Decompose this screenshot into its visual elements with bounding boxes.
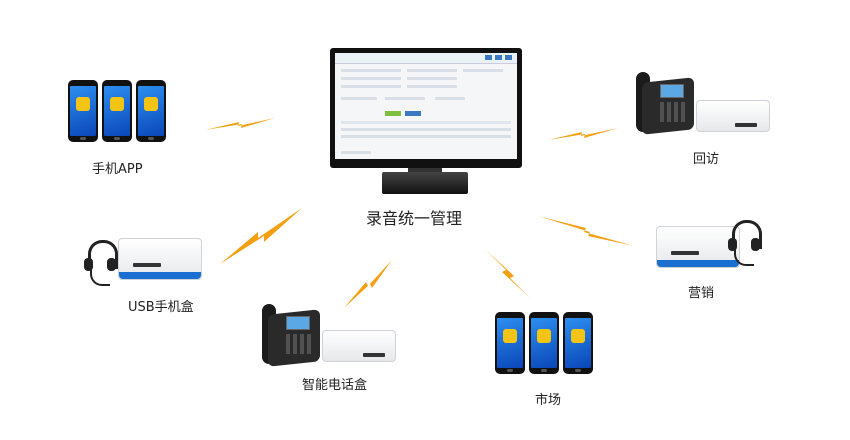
box-accent-strip [119, 272, 201, 279]
app-icon [76, 97, 90, 111]
software-field [341, 85, 401, 88]
node-label-market: 市场 [535, 393, 562, 408]
management-software-screen [335, 53, 517, 159]
software-field [407, 77, 457, 80]
headset [728, 220, 762, 268]
app-icon [110, 97, 124, 111]
connector-bolt-mobile-app [205, 118, 275, 130]
connector-bolt-market [486, 250, 530, 298]
node-label-smart-phone-box: 智能电话盒 [302, 378, 368, 393]
box-slot [133, 263, 161, 267]
connector-bolt-marketing [538, 216, 634, 246]
software-table-header [341, 121, 511, 124]
smartphone [495, 312, 525, 374]
software-field [435, 97, 465, 100]
monitor [330, 48, 522, 168]
connector-bolt-smart-phone-box [344, 260, 392, 308]
software-field [385, 97, 425, 100]
box-accent-strip [657, 260, 739, 267]
monitor-neck [408, 168, 442, 172]
app-icon [503, 329, 517, 343]
box-port [363, 353, 385, 357]
smartphone [136, 80, 166, 142]
usb-recording-box [118, 238, 202, 280]
software-field [341, 77, 401, 80]
smartphone [68, 80, 98, 142]
box-port [735, 123, 757, 127]
software-tab [385, 111, 401, 116]
node-label-callback: 回访 [693, 152, 720, 167]
center-label: 录音统一管理 [366, 209, 463, 228]
software-button [495, 55, 502, 60]
smartphone [529, 312, 559, 374]
software-field [341, 69, 401, 72]
software-button [485, 55, 492, 60]
phone-display [286, 316, 310, 330]
node-label-usb-box: USB手机盒 [128, 300, 194, 315]
software-tab [405, 111, 421, 116]
software-table-row [341, 128, 511, 131]
app-icon [571, 329, 585, 343]
software-title-bar [335, 53, 517, 64]
software-field [407, 69, 457, 72]
software-field [407, 85, 457, 88]
connector-bolt-callback [548, 128, 618, 140]
software-table-row [341, 135, 511, 138]
monitor-stand [382, 172, 468, 194]
recording-box [696, 100, 770, 132]
connector-bolt-usb-box [220, 208, 302, 264]
recording-box [322, 330, 396, 362]
desk-phone [262, 304, 324, 367]
software-field [463, 69, 503, 72]
usb-recording-box [656, 226, 740, 268]
box-slot [671, 251, 699, 255]
phone-display [660, 84, 684, 98]
node-label-mobile-app: 手机APP [92, 162, 143, 177]
software-field [341, 97, 377, 100]
headset [84, 240, 118, 288]
software-pager [341, 151, 371, 154]
phone-keypad [286, 334, 312, 354]
node-label-marketing: 营销 [688, 286, 715, 301]
app-icon [537, 329, 551, 343]
software-button [505, 55, 512, 60]
smartphone [563, 312, 593, 374]
smartphone [102, 80, 132, 142]
app-icon [144, 97, 158, 111]
phone-keypad [660, 102, 686, 122]
desk-phone [636, 72, 698, 135]
